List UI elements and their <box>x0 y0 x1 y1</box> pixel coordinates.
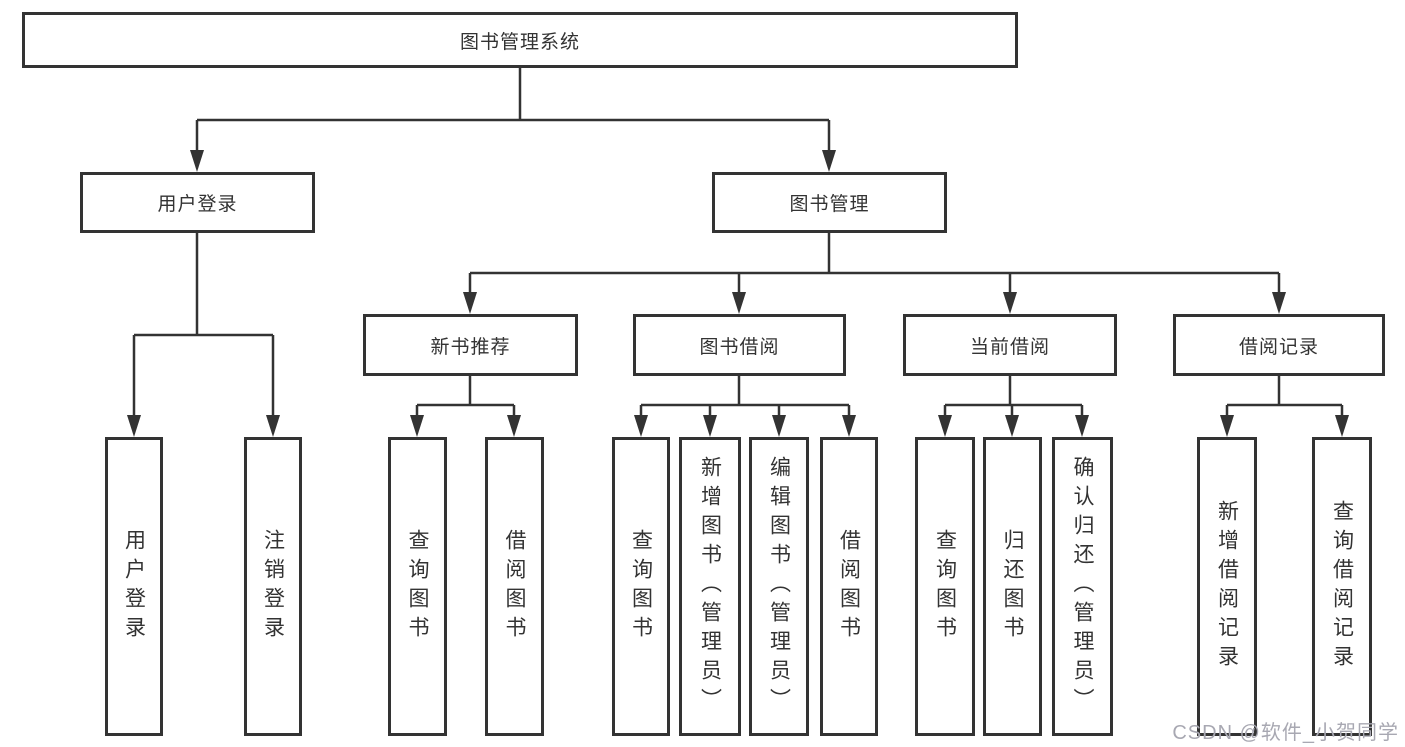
node-book-borrow: 图书借阅 <box>633 314 846 376</box>
connector-book-management-branch <box>468 233 1281 294</box>
node-book-management-label: 图书管理 <box>789 194 870 215</box>
leaf-confirm-return-admin: 确认归还（管理员） <box>1052 437 1113 736</box>
leaf-add-borrow-record-label: 新增借阅记录 <box>1215 499 1239 674</box>
arrowheads <box>127 150 1349 437</box>
node-new-book-recommend-label: 新书推荐 <box>430 336 511 358</box>
leaf-confirm-return-admin-label: 确认归还（管理员） <box>1071 456 1094 717</box>
leaf-user-login-label: 用户登录 <box>122 528 146 645</box>
leaf-logout: 注销登录 <box>244 437 302 736</box>
leaf-current-query-books-label: 查询图书 <box>933 528 957 645</box>
leaf-recommend-query-books: 查询图书 <box>388 437 447 736</box>
node-new-book-recommend: 新书推荐 <box>363 314 578 376</box>
leaf-recommend-borrow-books: 借阅图书 <box>485 437 544 736</box>
node-current-borrow-label: 当前借阅 <box>969 336 1050 358</box>
leaf-return-books: 归还图书 <box>983 437 1042 736</box>
leaf-borrow-books-label: 借阅图书 <box>837 528 861 645</box>
leaf-add-books-admin: 新增图书（管理员） <box>679 437 741 736</box>
leaf-user-login: 用户登录 <box>105 437 163 736</box>
leaf-query-borrow-record: 查询借阅记录 <box>1312 437 1372 736</box>
node-book-management: 图书管理 <box>712 172 947 233</box>
leaf-edit-books-admin: 编辑图书（管理员） <box>749 437 809 736</box>
leaf-edit-books-admin-label: 编辑图书（管理员） <box>767 456 791 717</box>
leaf-current-query-books: 查询图书 <box>915 437 975 736</box>
node-book-borrow-label: 图书借阅 <box>699 336 780 358</box>
connector-user-login-branch <box>132 233 275 417</box>
leaf-recommend-borrow-books-label: 借阅图书 <box>503 528 526 645</box>
node-current-borrow: 当前借阅 <box>903 314 1117 376</box>
leaf-borrow-books: 借阅图书 <box>820 437 878 736</box>
node-user-login: 用户登录 <box>80 172 315 233</box>
node-user-login-label: 用户登录 <box>157 194 238 215</box>
node-borrow-records: 借阅记录 <box>1173 314 1385 376</box>
leaf-query-borrow-record-label: 查询借阅记录 <box>1330 499 1354 674</box>
node-borrow-records-label: 借阅记录 <box>1238 336 1319 358</box>
connector-new-book-branch <box>415 376 516 419</box>
leaf-borrow-query-books: 查询图书 <box>612 437 670 736</box>
connector-current-borrow-branch <box>943 376 1084 419</box>
leaf-add-borrow-record: 新增借阅记录 <box>1197 437 1257 736</box>
leaf-recommend-query-books-label: 查询图书 <box>406 528 429 645</box>
leaf-borrow-query-books-label: 查询图书 <box>629 528 653 645</box>
connector-root-to-level2 <box>195 68 831 152</box>
leaf-add-books-admin-label: 新增图书（管理员） <box>698 456 722 717</box>
csdn-watermark: CSDN @软件_小贺同学 <box>1172 722 1399 744</box>
connector-borrow-records-branch <box>1225 376 1344 419</box>
node-root-label: 图书管理系统 <box>459 31 580 53</box>
leaf-logout-label: 注销登录 <box>261 528 285 645</box>
node-root: 图书管理系统 <box>22 12 1018 68</box>
connector-book-borrow-branch <box>639 376 851 419</box>
leaf-return-books-label: 归还图书 <box>1001 528 1024 645</box>
